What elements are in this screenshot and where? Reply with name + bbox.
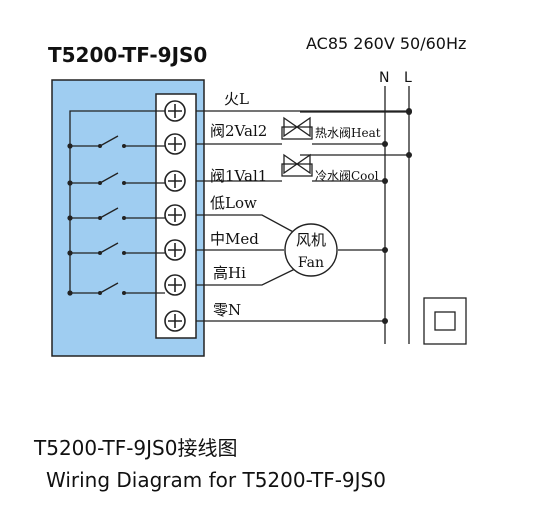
cool-valve-label: 冷水阀Cool [315, 169, 379, 183]
fan-motor-symbol [284, 223, 338, 277]
caption-english: Wiring Diagram for T5200-TF-9JS0 [46, 468, 386, 492]
heat-valve-symbol [281, 116, 313, 140]
supply-lines [384, 86, 410, 344]
terminal-label-hi: 高Hi [213, 264, 246, 282]
terminal-label-valve2: 阀2Val2 [210, 122, 267, 140]
fan-label-en: Fan [298, 255, 324, 271]
terminal-screw-3 [164, 170, 186, 192]
terminal-screw-4 [164, 204, 186, 226]
cool-valve-symbol [281, 153, 313, 177]
heat-valve-label: 热水阀Heat [315, 126, 381, 140]
junction-dots [382, 108, 412, 324]
caption-chinese: T5200-TF-9JS0接线图 [34, 436, 238, 460]
terminal-screw-7 [164, 310, 186, 332]
model-title: T5200-TF-9JS0 [48, 43, 207, 67]
terminal-screw-2 [164, 133, 186, 155]
terminal-screw-1 [164, 100, 186, 122]
wiring-diagram: T5200-TF-9JS0 AC85 260V 50/60Hz N [48, 34, 467, 357]
terminal-label-low: 低Low [210, 194, 257, 212]
terminal-screw-5 [164, 239, 186, 261]
thermostat-outline-icon [423, 297, 467, 345]
terminal-label-neutral: 零N [213, 301, 241, 319]
switch-contacts [67, 143, 126, 296]
external-wiring [196, 110, 409, 322]
terminal-label-live: 火L [224, 90, 249, 108]
live-line-label: L [404, 70, 412, 86]
fan-label-cn: 风机 [296, 231, 326, 249]
power-rating: AC85 260V 50/60Hz [306, 34, 466, 53]
neutral-line-label: N [379, 70, 389, 86]
internal-switches [69, 110, 165, 294]
terminal-screws [164, 100, 186, 332]
terminal-label-med: 中Med [210, 230, 259, 248]
terminal-label-valve1: 阀1Val1 [210, 167, 267, 185]
terminal-screw-6 [164, 274, 186, 296]
